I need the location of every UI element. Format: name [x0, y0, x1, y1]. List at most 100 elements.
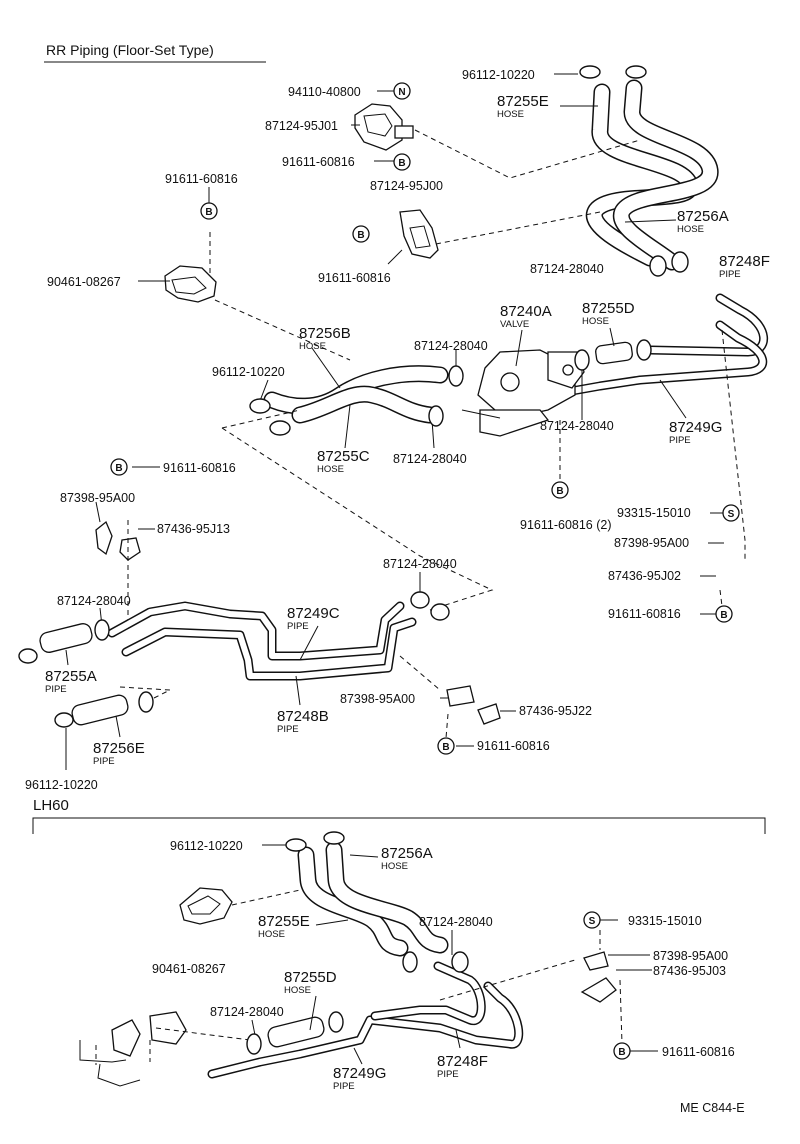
part-type: HOSE: [582, 316, 609, 327]
part-label: 87124-28040: [540, 419, 614, 433]
part-number: 87240A: [500, 303, 552, 320]
badge-b: B: [352, 225, 370, 243]
badge-b: B: [551, 481, 569, 499]
part-label: 87124-95J01: [265, 119, 338, 133]
part-type: HOSE: [677, 224, 704, 235]
badge-s: S: [722, 504, 740, 522]
badge-b: B: [393, 153, 411, 171]
part-label: 96112-10220: [462, 68, 535, 82]
pipe-87256E: [71, 694, 129, 726]
part-label: 91611-60816 (2): [520, 518, 612, 532]
valve-87240A: [461, 349, 585, 437]
part-number: 87248B: [277, 708, 329, 725]
badge-b: B: [715, 605, 733, 623]
part-type: PIPE: [719, 269, 741, 280]
pipe-87248F-top: [645, 293, 768, 357]
pipe-87255A: [39, 623, 93, 653]
part-number: 87255A: [45, 668, 97, 685]
part-number: 87256B: [299, 325, 351, 342]
part-label: 87436-95J13: [157, 522, 230, 536]
svg-text:B: B: [205, 207, 212, 218]
part-label: 96112-10220: [170, 839, 243, 853]
clamp-87398-95A00-left: [95, 520, 141, 561]
part-label: 91611-60816: [165, 172, 238, 186]
bracket-87124-95J01: [354, 103, 414, 151]
badge-b: B: [437, 737, 455, 755]
hose-clamps: [18, 65, 689, 1055]
part-label: 94110-40800: [288, 85, 361, 99]
svg-text:B: B: [618, 1047, 625, 1058]
part-number: 87255E: [497, 93, 549, 110]
diagram-title: RR Piping (Floor-Set Type): [46, 42, 214, 58]
part-label: 87124-28040: [530, 262, 604, 276]
part-number: 87256A: [677, 208, 729, 225]
svg-text:B: B: [442, 742, 449, 753]
part-label: 91611-60816: [282, 155, 355, 169]
part-type: PIPE: [669, 435, 691, 446]
svg-text:S: S: [728, 509, 735, 520]
part-label: 87436-95J02: [608, 569, 681, 583]
svg-text:B: B: [720, 610, 727, 621]
part-number: 87255E: [258, 913, 310, 930]
part-label: 87436-95J03: [653, 964, 726, 978]
part-label: 87398-95A00: [60, 491, 135, 505]
hose-87256A-top: [612, 79, 719, 271]
part-type: HOSE: [258, 929, 285, 940]
hose-87255D-top: [595, 341, 633, 365]
part-label: 87436-95J22: [519, 704, 592, 718]
part-number: 87256E: [93, 740, 145, 757]
part-label: 87398-95A00: [340, 692, 415, 706]
part-type: HOSE: [317, 464, 344, 475]
part-label: 90461-08267: [152, 962, 226, 976]
part-label: 91611-60816: [318, 271, 391, 285]
svg-text:B: B: [357, 230, 364, 241]
part-label: 93315-15010: [617, 506, 691, 520]
part-label: 91611-60816: [477, 739, 550, 753]
part-number: 87255D: [582, 300, 635, 317]
part-label: 91611-60816: [662, 1045, 735, 1059]
part-type: HOSE: [381, 861, 408, 872]
part-number: 87248F: [719, 253, 770, 270]
badge-n: N: [393, 82, 411, 100]
part-type: HOSE: [497, 109, 524, 120]
pipe-87248F-lh: [370, 961, 486, 1026]
part-label: 91611-60816: [608, 607, 681, 621]
svg-text:N: N: [398, 87, 405, 98]
part-label: 87398-95A00: [653, 949, 728, 963]
part-type: PIPE: [45, 684, 67, 695]
dashed-leaders: [119, 129, 746, 1045]
valve-lh: [79, 1011, 187, 1087]
svg-text:B: B: [398, 158, 405, 169]
badge-s: S: [583, 911, 601, 929]
part-type: VALVE: [500, 319, 529, 330]
svg-text:S: S: [589, 916, 596, 927]
part-label: 96112-10220: [212, 365, 285, 379]
svg-text:B: B: [556, 486, 563, 497]
part-label: 87124-28040: [419, 915, 493, 929]
part-number: 87248F: [437, 1053, 488, 1070]
part-label: 87398-95A00: [614, 536, 689, 550]
part-label: 87124-28040: [210, 1005, 284, 1019]
section-divider: [32, 817, 766, 834]
part-label: 87124-28040: [393, 452, 467, 466]
part-number: 87249G: [333, 1065, 386, 1082]
bracket-90461-08267-top: [164, 265, 217, 303]
part-label: 87124-28040: [383, 557, 457, 571]
clamp-87436-95J03: [580, 951, 617, 1003]
pipe-87249G-lh: [207, 981, 524, 1079]
badge-b: B: [110, 458, 128, 476]
svg-text:B: B: [115, 463, 122, 474]
bracket-87124-95J00: [399, 209, 439, 259]
hose-87255D-lh: [267, 1016, 325, 1048]
part-number: 87249G: [669, 419, 722, 436]
pipe-87249C: [107, 601, 405, 661]
bracket-90461-08267-lh: [179, 887, 233, 925]
part-number: 87249C: [287, 605, 340, 622]
clamp-87398-95A00-mid: [446, 685, 501, 725]
part-label: 93315-15010: [628, 914, 702, 928]
part-type: HOSE: [299, 341, 326, 352]
part-type: HOSE: [284, 985, 311, 996]
part-number: 87255C: [317, 448, 370, 465]
part-label: 90461-08267: [47, 275, 121, 289]
